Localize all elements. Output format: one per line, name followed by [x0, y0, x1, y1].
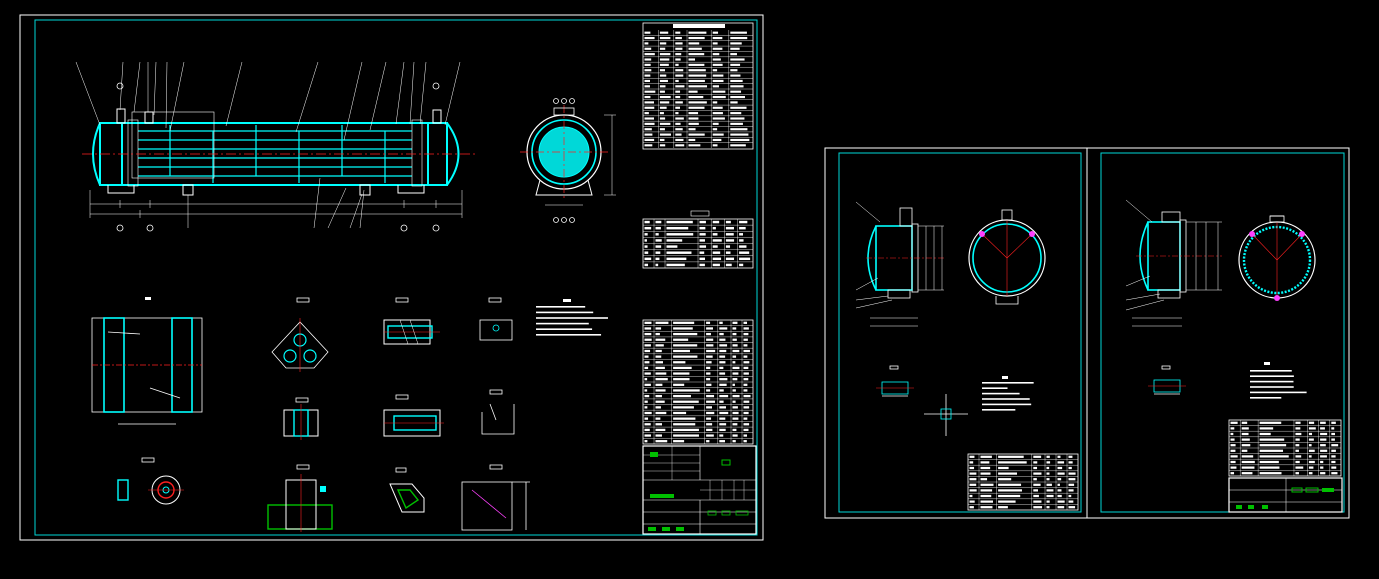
parts-list-table[interactable] — [642, 319, 754, 445]
sheet-3-vessel-side-view[interactable] — [1125, 199, 1222, 327]
sheet-3-notes-block — [1250, 362, 1307, 399]
detail-view-saddle-section[interactable] — [267, 464, 333, 532]
technical-characteristics-table[interactable] — [642, 22, 754, 150]
detail-view-weld-a[interactable] — [479, 297, 513, 341]
detail-view-manhole[interactable] — [117, 457, 184, 505]
sheet-outer-frame — [19, 14, 764, 541]
sheet-3-inner-border — [1100, 152, 1345, 513]
sheet-3[interactable] — [1086, 147, 1350, 519]
right-head — [446, 122, 460, 186]
end-view-dimensions — [545, 114, 616, 206]
detail-view-tube-joint[interactable] — [383, 297, 440, 345]
detail-view-support-plate[interactable] — [461, 464, 530, 531]
detail-view-tube-layout[interactable] — [271, 297, 329, 372]
end-view-saddle — [535, 179, 593, 196]
saddle-supports — [107, 185, 425, 194]
sheet-3-title-block[interactable] — [1228, 477, 1343, 513]
end-view-nozzles — [553, 98, 575, 223]
dimension-lines — [89, 190, 463, 218]
sheet-3-parts-list[interactable] — [1228, 419, 1342, 477]
sheet-2-vessel-end-view[interactable] — [968, 209, 1046, 305]
detail-view-tube-sheet-section[interactable] — [91, 297, 203, 425]
detail-view-nozzle-b[interactable] — [283, 397, 319, 440]
technical-notes-block — [536, 299, 608, 336]
detail-view-nozzle-c[interactable] — [383, 394, 444, 437]
sheet-3-outer-frame — [1086, 147, 1350, 519]
sheet-2-detail-small[interactable] — [876, 365, 914, 397]
vessel-main-view[interactable] — [75, 61, 475, 232]
sheet-inner-border — [34, 19, 758, 536]
sheet-2-parts-list[interactable] — [967, 453, 1079, 511]
detail-view-flange-section[interactable] — [389, 467, 425, 513]
tube-bundle — [138, 130, 412, 177]
vessel-end-view[interactable] — [520, 98, 616, 223]
baffle-plates — [169, 125, 386, 183]
detail-view-weld-d[interactable] — [481, 389, 515, 435]
sheet-2-notes-block — [982, 376, 1034, 411]
tube-sheet-outline — [127, 111, 423, 187]
part-number-balloons — [116, 82, 440, 232]
main-assembly-sheet[interactable] — [19, 14, 764, 541]
left-head — [92, 122, 101, 186]
sheet-3-detail-small[interactable] — [1148, 365, 1186, 395]
leader-lines — [75, 61, 461, 229]
sheet-2-vessel-side-view[interactable] — [855, 201, 944, 327]
sheet-2-inner-border — [838, 152, 1082, 513]
nozzle-table[interactable] — [642, 210, 754, 269]
sheet-2-center-mark — [924, 394, 968, 436]
title-block[interactable] — [642, 445, 757, 535]
sheet-3-vessel-end-view[interactable] — [1238, 215, 1316, 301]
